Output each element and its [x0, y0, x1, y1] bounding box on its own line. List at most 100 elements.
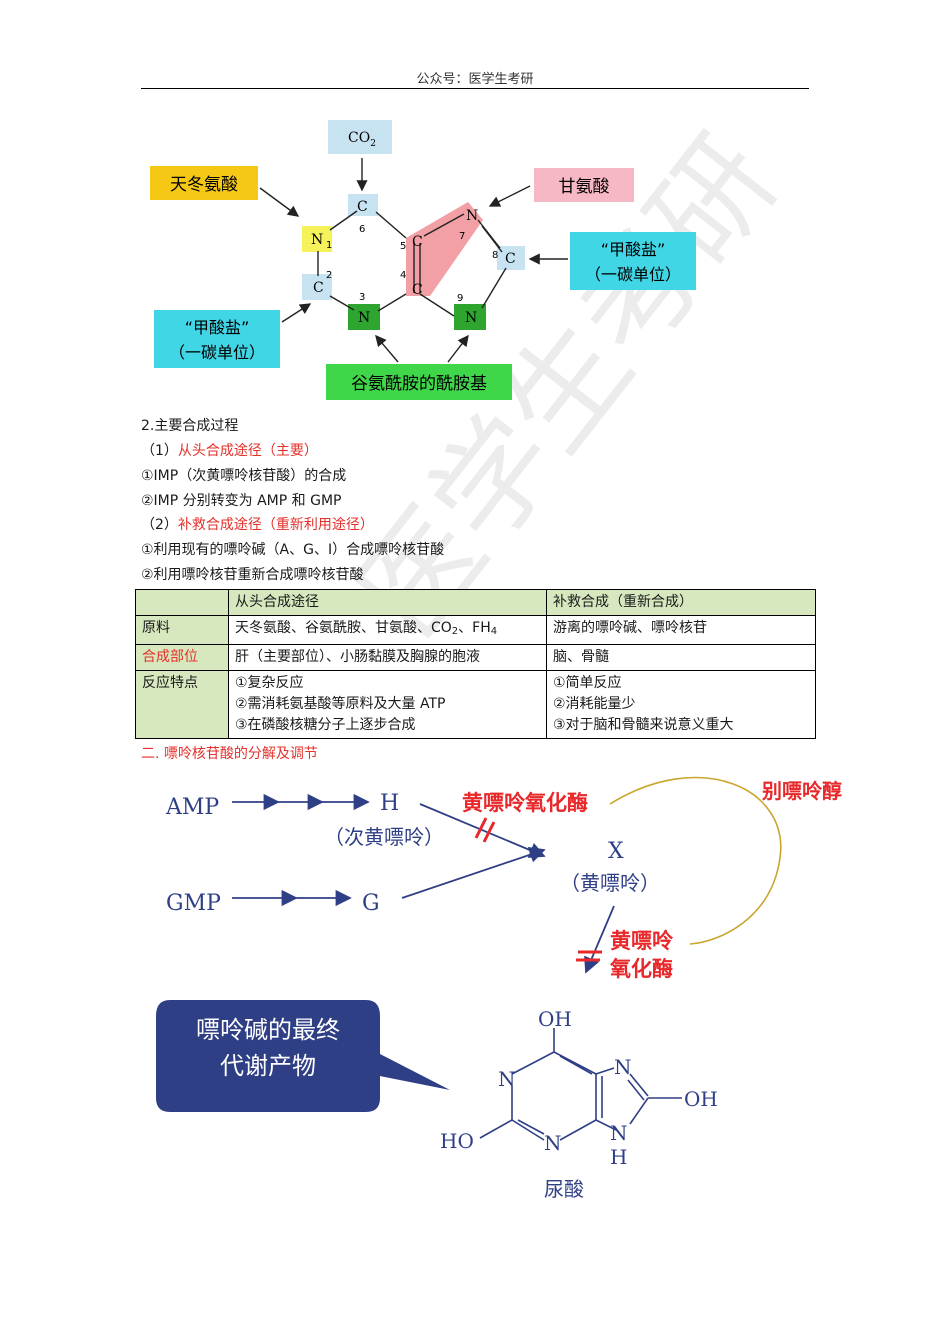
- atom-n1: N: [311, 232, 323, 248]
- aspartate-box: [150, 166, 258, 200]
- material-denovo-text: 天冬氨酸、谷氨酰胺、甘氨酸、CO: [235, 620, 452, 636]
- denovo-heading: （1）从头合成途径（主要）: [141, 441, 318, 461]
- atom-box-c6: [348, 194, 378, 216]
- atom-box-n1: [302, 226, 332, 252]
- uric-oh-top: OH: [538, 1007, 572, 1031]
- callout-line1: 嘌呤碱的最终: [196, 1016, 340, 1044]
- feature-item: ③在磷酸核糖分子上逐步合成: [235, 717, 416, 733]
- enzyme-1-label: 黄嘌呤氧化酶: [462, 790, 588, 815]
- uric-acid-name: 尿酸: [544, 1177, 584, 1201]
- salvage-item-2: ②利用嘌呤核苷重新合成嘌呤核苷酸: [141, 567, 364, 583]
- num-8: 8: [492, 250, 498, 261]
- allopurinol-arc: [609, 776, 782, 945]
- atom-box-n9: [454, 304, 486, 330]
- enzyme-2-line1: 黄嘌呤: [610, 928, 674, 953]
- feature-item: ①简单反应: [553, 675, 622, 691]
- comparison-table: 从头合成途径 补救合成（重新合成） 原料 天冬氨酸、谷氨酰胺、甘氨酸、CO2、F…: [135, 589, 816, 739]
- x-label: X: [608, 839, 624, 864]
- h-name: （次黄嘌呤）: [324, 825, 444, 849]
- atom-numbers: 1 2 3 4 5 6 7 8 9: [326, 224, 498, 304]
- features-denovo: ①复杂反应 ②需消耗氨基酸等原料及大量 ATP ③在磷酸核糖分子上逐步合成: [228, 670, 547, 739]
- h-label: H: [380, 791, 399, 816]
- callout-line2: 代谢产物: [220, 1052, 316, 1080]
- denovo-prefix: （1）: [141, 443, 178, 459]
- feature-item: ③对于脑和骨髓来说意义重大: [553, 717, 734, 733]
- table-header-cell: 补救合成（重新合成）: [546, 589, 816, 616]
- site-salvage: 脑、骨髓: [546, 644, 816, 671]
- table-row: 反应特点 ①复杂反应 ②需消耗氨基酸等原料及大量 ATP ③在磷酸核糖分子上逐步…: [135, 670, 816, 739]
- uric-n9: N: [610, 1121, 628, 1145]
- feature-item: ②需消耗氨基酸等原料及大量 ATP: [235, 696, 446, 712]
- uric-n1: N: [498, 1067, 516, 1091]
- material-denovo-mid: 、FH: [458, 620, 491, 636]
- amp-label: AMP: [165, 795, 219, 820]
- formate-box-bottom: [154, 310, 280, 368]
- uric-acid-bonds: [479, 1028, 682, 1141]
- num-5: 5: [400, 241, 406, 252]
- uric-ho-left: HO: [440, 1129, 474, 1153]
- glutamine-label: 谷氨酰胺的酰胺基: [351, 374, 487, 394]
- site-denovo: 肝（主要部位）、小肠黏膜及胸腺的胞液: [228, 644, 547, 671]
- x-name: （黄嘌呤）: [560, 871, 660, 895]
- atom-c6: C: [357, 199, 368, 215]
- formate-bottom-label: “甲酸盐”: [185, 318, 250, 337]
- num-3: 3: [359, 292, 365, 303]
- row-label-features: 反应特点: [135, 670, 229, 739]
- denovo-item-1: ①IMP（次黄嘌呤核苷酸）的合成: [141, 468, 347, 484]
- num-1: 1: [326, 240, 332, 251]
- formate-box-top: [570, 232, 696, 290]
- uric-n3: N: [544, 1131, 562, 1155]
- atom-n3: N: [358, 310, 370, 326]
- material-denovo: 天冬氨酸、谷氨酰胺、甘氨酸、CO2、FH4: [228, 615, 547, 645]
- glycine-highlight: [406, 202, 483, 296]
- purine-source-diagram: CO2 天冬氨酸 甘氨酸 “甲酸盐” （一碳单位） “甲酸盐” （一碳单位） 谷…: [150, 120, 696, 400]
- features-salvage: ①简单反应 ②消耗能量少 ③对于脑和骨髓来说意义重大: [546, 670, 816, 739]
- uric-oh-right: OH: [684, 1087, 718, 1111]
- atom-c2: C: [313, 280, 324, 296]
- co2-box: [328, 120, 392, 154]
- material-salvage: 游离的嘌呤碱、嘌呤核苷: [546, 615, 816, 645]
- table-row: 原料 天冬氨酸、谷氨酰胺、甘氨酸、CO2、FH4 游离的嘌呤碱、嘌呤核苷: [135, 615, 816, 645]
- feature-item: ①复杂反应: [235, 675, 304, 691]
- num-4: 4: [400, 270, 406, 281]
- table-header-cell: [135, 589, 229, 616]
- row-label-site: 合成部位: [135, 644, 229, 671]
- material-sub-2: 2: [451, 626, 459, 637]
- formate-top-sub: （一碳单位）: [585, 265, 681, 284]
- atom-box-c2: [302, 274, 332, 300]
- gmp-label: GMP: [166, 891, 221, 916]
- atom-box-n3: [348, 304, 380, 330]
- num-6: 6: [359, 224, 365, 235]
- salvage-prefix: （2）: [141, 517, 178, 533]
- num-9: 9: [457, 293, 463, 304]
- denovo-label: 从头合成途径（主要）: [177, 443, 318, 459]
- num-7: 7: [459, 231, 465, 242]
- section2-title: 2.主要合成过程: [141, 418, 239, 434]
- section3-title: 二. 嘌呤核苷酸的分解及调节: [141, 746, 318, 762]
- glycine-label: 甘氨酸: [559, 177, 610, 197]
- atom-letters: C N C N C C N C N: [311, 199, 516, 326]
- salvage-label: 补救合成途径（重新利用途径）: [177, 517, 374, 533]
- pathway-arrows: [232, 793, 615, 974]
- feature-item: ②消耗能量少: [553, 696, 636, 712]
- salvage-heading: （2）补救合成途径（重新利用途径）: [141, 515, 374, 535]
- aspartate-label: 天冬氨酸: [170, 175, 238, 195]
- table-header-cell: 从头合成途径: [228, 589, 547, 616]
- g-label: G: [362, 891, 380, 916]
- enzyme-2-line2: 氧化酶: [610, 956, 673, 981]
- atom-n9: N: [465, 310, 477, 326]
- formate-bottom-sub: （一碳单位）: [169, 343, 265, 362]
- allopurinol-label: 别嘌呤醇: [761, 779, 842, 803]
- page-header: 公众号：医学生考研: [416, 72, 534, 87]
- atom-n7: N: [466, 208, 478, 224]
- atom-box-c8: [497, 246, 525, 270]
- row-label-material: 原料: [135, 615, 229, 645]
- uric-n7: N: [614, 1055, 632, 1079]
- table-header-row: 从头合成途径 补救合成（重新合成）: [135, 589, 816, 616]
- glutamine-box: [326, 364, 512, 400]
- salvage-item-1: ①利用现有的嘌呤碱（A、G、I）合成嘌呤核苷酸: [141, 542, 445, 558]
- atom-c5: C: [412, 234, 423, 250]
- ring-bonds: [317, 210, 507, 317]
- purine-degradation-diagram: AMP H （次黄嘌呤） GMP G X （黄嘌呤） 黄嘌呤氧化酶 黄嘌呤 氧化…: [156, 776, 842, 1201]
- material-sub-4: 4: [490, 626, 498, 637]
